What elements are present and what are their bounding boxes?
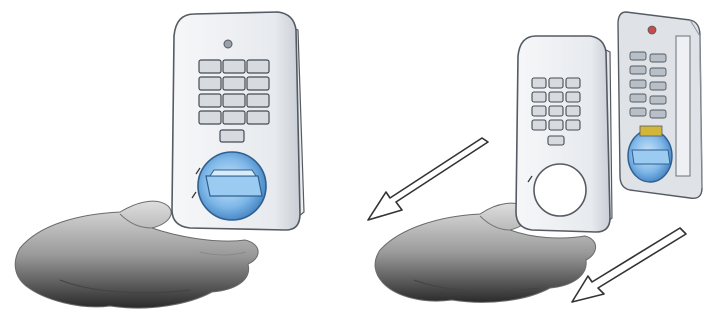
keypad-cover-removal: [368, 12, 702, 302]
keypad-lock-in-hand: [15, 12, 304, 308]
led-indicator: [648, 26, 656, 34]
keypad-key-icon: [566, 92, 580, 102]
arrow-left-down-icon: [368, 138, 488, 220]
keypad-key-icon: [223, 60, 245, 73]
keypad-key-icon: [247, 94, 269, 107]
keypad-key-icon: [199, 94, 221, 107]
keypad-key-icon: [549, 106, 563, 116]
keypad-key-icon: [199, 77, 221, 90]
keypad-key-icon: [548, 136, 564, 145]
keypad-key-icon: [223, 111, 245, 124]
keypad-key-icon: [223, 94, 245, 107]
keypad-key-icon: [532, 106, 546, 116]
keypad-key-icon: [199, 111, 221, 124]
keypad-key-icon: [532, 78, 546, 88]
keypad-key-icon: [220, 130, 244, 142]
keypad-key-icon: [549, 120, 563, 130]
keypad-key-icon: [532, 92, 546, 102]
keypad-key-icon: [566, 120, 580, 130]
knob-opening: [534, 164, 586, 216]
keypad-key-icon: [247, 77, 269, 90]
keypad-key-icon: [247, 60, 269, 73]
keypad-key-icon: [549, 92, 563, 102]
keypad-key-icon: [549, 78, 563, 88]
keypad-key-icon: [566, 106, 580, 116]
keypad-key-icon: [532, 120, 546, 130]
keypad-key-icon: [199, 60, 221, 73]
keypad-key-icon: [223, 77, 245, 90]
keypad-key-icon: [566, 78, 580, 88]
led-indicator: [224, 40, 232, 48]
keypad-key-icon: [247, 111, 269, 124]
rotary-knob: [628, 130, 672, 182]
